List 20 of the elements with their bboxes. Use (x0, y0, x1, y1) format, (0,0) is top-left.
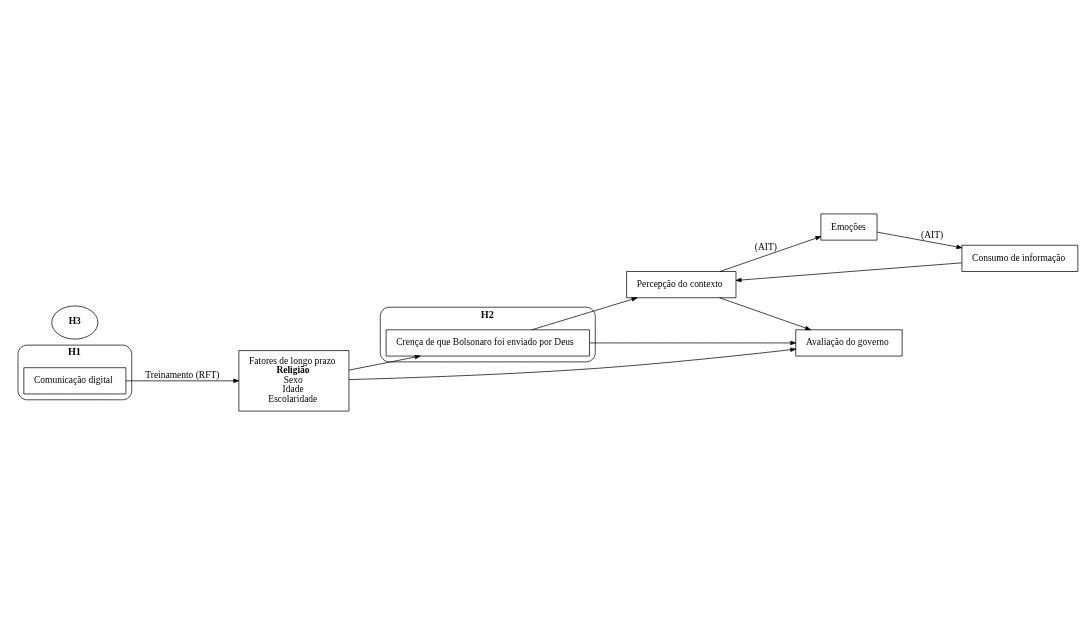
arrow (719, 235, 822, 272)
node-box: Emoções (820, 213, 878, 241)
arrow (735, 262, 963, 282)
edge-label: Treinamento (RFT) (145, 369, 220, 380)
node-box: Percepção do contexto (626, 270, 737, 298)
node-box: Crença de que Bolsonaro foi enviado por Deus (385, 328, 590, 356)
node-box: Consumo de informação (961, 244, 1079, 272)
arrow (531, 296, 638, 330)
arrow (348, 347, 797, 380)
edge-label: (AIT) (754, 241, 777, 252)
edge-label: (AIT) (921, 229, 944, 240)
arrow (125, 378, 240, 383)
arrow (719, 296, 811, 330)
node-box: Avaliação do governo (795, 328, 903, 356)
arrow (348, 354, 421, 370)
node-box: Fatores de longo prazo Religião Sexo Idade Escolaridade (238, 349, 350, 411)
node-box: Comunicação digital (23, 366, 127, 394)
arrow (876, 231, 963, 249)
node-ellipse: H3 (51, 305, 99, 339)
arrow (589, 340, 797, 345)
